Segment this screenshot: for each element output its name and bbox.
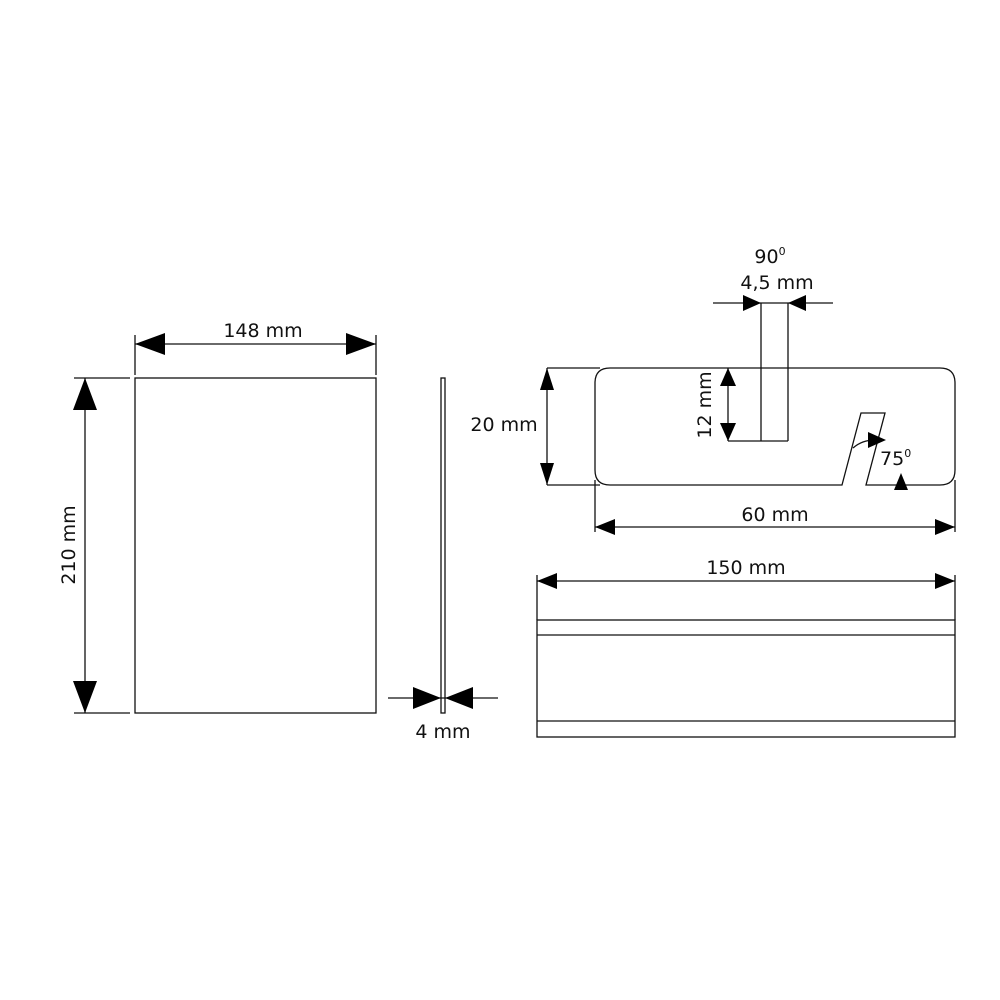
arrow-up xyxy=(894,473,908,490)
sheet-side-view: 4 mm xyxy=(388,377,498,743)
arrow-right xyxy=(868,432,886,448)
arrow-left xyxy=(537,573,557,589)
dimension-label-210: 210 mm xyxy=(58,505,80,584)
arrow-left xyxy=(445,687,473,709)
arrow-right xyxy=(743,295,761,311)
dimension-label-4: 4 mm xyxy=(415,721,470,743)
stand-top-view: 150 mm xyxy=(536,557,956,738)
angle-label-75: 750 xyxy=(880,447,911,470)
arrow-right xyxy=(346,333,376,355)
arrow-down xyxy=(73,681,97,713)
angle-label-90: 900 xyxy=(754,245,785,268)
dimension-label-4-5: 4,5 mm xyxy=(740,272,813,294)
arrow-left xyxy=(135,333,165,355)
arrow-up xyxy=(720,368,736,386)
arrow-down xyxy=(720,423,736,441)
arrow-left xyxy=(595,519,615,535)
dimension-label-148: 148 mm xyxy=(223,320,302,342)
arrow-right xyxy=(935,573,955,589)
sheet-outline xyxy=(134,377,377,714)
dimension-label-60: 60 mm xyxy=(741,504,808,526)
sheet-edge xyxy=(440,377,446,714)
stand-outline xyxy=(594,367,956,486)
dimension-label-150: 150 mm xyxy=(706,557,785,579)
arrow-up xyxy=(73,378,97,410)
stand-top-outline xyxy=(536,619,956,738)
dimension-label-12: 12 mm xyxy=(694,371,716,438)
stand-side-view: 900 4,5 mm 12 mm 20 mm 750 60 mm xyxy=(470,245,956,535)
arrow-up xyxy=(540,368,554,390)
arrow-down xyxy=(540,463,554,485)
arrow-left xyxy=(788,295,806,311)
arrow-right xyxy=(413,687,441,709)
arrow-right xyxy=(935,519,955,535)
sheet-front-view: 148 mm 210 mm xyxy=(58,320,377,714)
dimension-label-20: 20 mm xyxy=(470,414,537,436)
